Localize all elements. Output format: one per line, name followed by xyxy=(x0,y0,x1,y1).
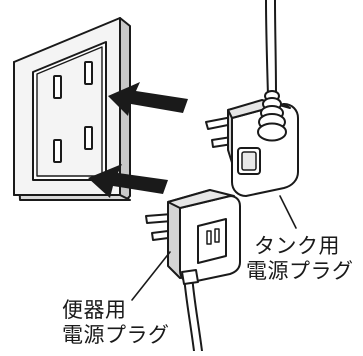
tank-plug-icon xyxy=(205,0,299,197)
toilet-label-line2: 電源プラグ xyxy=(62,323,170,347)
toilet-plug-label: 便器用 電源プラグ xyxy=(62,298,170,348)
insert-arrow-icon xyxy=(88,82,188,198)
toilet-plug-icon xyxy=(145,189,241,352)
tank-label-line1: タンク用 xyxy=(254,234,340,258)
tank-plug-label: タンク用 電源プラグ xyxy=(246,234,354,284)
tank-leader-line xyxy=(279,195,297,229)
tank-label-line2: 電源プラグ xyxy=(246,259,354,283)
toilet-leader-line xyxy=(131,251,171,301)
toilet-label-line1: 便器用 xyxy=(62,298,127,322)
